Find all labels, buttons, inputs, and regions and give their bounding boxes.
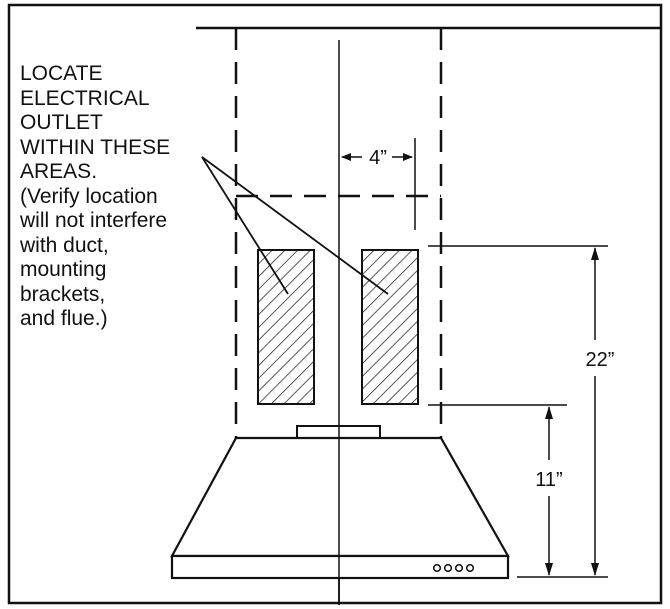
offset-arrow-left bbox=[341, 153, 351, 161]
note-line: and flue.) bbox=[20, 307, 108, 330]
diagram-frame bbox=[7, 3, 663, 605]
outlet-area-left bbox=[257, 249, 315, 405]
height-22-label: 22” bbox=[586, 349, 615, 371]
height-11-arrow-top bbox=[545, 406, 553, 419]
note-line: with duct, bbox=[20, 233, 109, 257]
note-line: will not interfere bbox=[20, 209, 168, 232]
note-line: WITHIN THESE bbox=[20, 135, 171, 159]
note-line: brackets, bbox=[20, 282, 106, 306]
note-line: AREAS. bbox=[20, 160, 98, 183]
note-line: (Verify location bbox=[20, 184, 158, 208]
hood-canopy bbox=[170, 436, 510, 558]
control-knob-icon bbox=[443, 563, 453, 573]
offset-dimension-label: 4” bbox=[369, 147, 387, 169]
control-knob-icon bbox=[454, 563, 464, 573]
hood-control-panel bbox=[170, 554, 510, 580]
leader-line-right bbox=[201, 156, 389, 295]
offset-arrow-right bbox=[403, 153, 413, 161]
control-knob-icon bbox=[432, 563, 442, 573]
outlet-area-right bbox=[361, 249, 419, 405]
height-22-arrow-top bbox=[591, 247, 599, 260]
note-line: OUTLET bbox=[20, 111, 103, 134]
leader-line-left bbox=[201, 156, 289, 295]
control-knob-icon bbox=[465, 563, 475, 573]
note-line: ELECTRICAL bbox=[20, 86, 150, 110]
height-11-label: 11” bbox=[535, 469, 562, 491]
height-11-arrow-bottom bbox=[545, 563, 553, 576]
height-22-arrow-bottom bbox=[591, 563, 599, 576]
note-line: mounting bbox=[20, 258, 107, 281]
note-line: LOCATE bbox=[20, 62, 103, 85]
